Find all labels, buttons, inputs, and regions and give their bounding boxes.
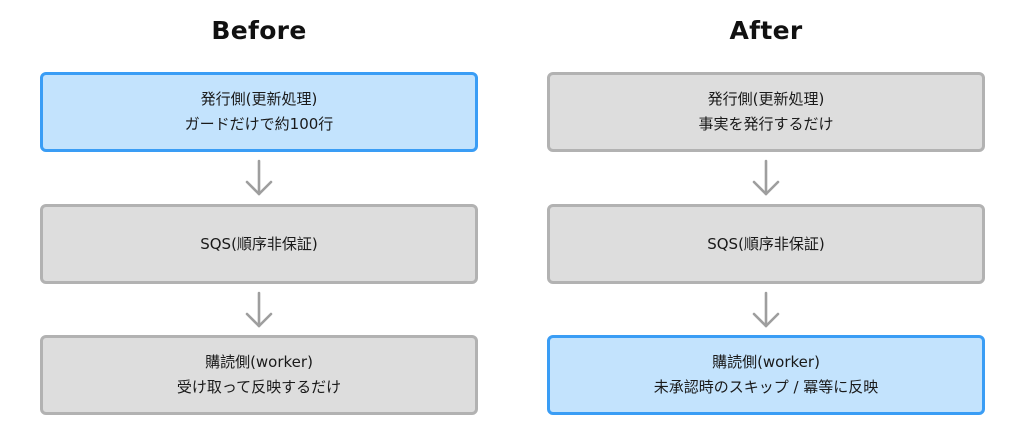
before-sqs-label: SQS(順序非保証) <box>200 234 318 253</box>
before-title: Before <box>211 16 307 45</box>
before-publisher-label: 発行側(更新処理) <box>200 90 318 108</box>
after-column: After 発行側(更新処理) 事実を発行するだけ SQS(順序非保証) 購読側… <box>547 0 985 442</box>
before-subscriber-note: 受け取って反映するだけ <box>176 378 342 396</box>
before-publisher-note: ガードだけで約100行 <box>184 115 334 133</box>
after-subscriber-box: 購読側(worker) 未承認時のスキップ / 冪等に反映 <box>547 335 985 415</box>
after-publisher-note: 事実を発行するだけ <box>698 115 834 133</box>
before-sqs-box: SQS(順序非保証) <box>40 204 478 284</box>
before-subscriber-label: 購読側(worker) <box>205 353 313 371</box>
before-arrow-down-icon-2 <box>245 291 273 328</box>
before-column: Before 発行側(更新処理) ガードだけで約100行 SQS(順序非保証) … <box>40 0 478 442</box>
before-arrow-down-icon-1 <box>245 159 273 196</box>
after-arrow-down-icon-1 <box>752 159 780 196</box>
after-sqs-box: SQS(順序非保証) <box>547 204 985 284</box>
after-title: After <box>729 16 803 45</box>
before-publisher-box: 発行側(更新処理) ガードだけで約100行 <box>40 72 478 152</box>
after-subscriber-note: 未承認時のスキップ / 冪等に反映 <box>653 378 879 396</box>
after-publisher-label: 発行側(更新処理) <box>707 90 825 108</box>
after-sqs-label: SQS(順序非保証) <box>707 234 825 253</box>
before-subscriber-box: 購読側(worker) 受け取って反映するだけ <box>40 335 478 415</box>
after-subscriber-label: 購読側(worker) <box>712 353 820 371</box>
after-publisher-box: 発行側(更新処理) 事実を発行するだけ <box>547 72 985 152</box>
after-arrow-down-icon-2 <box>752 291 780 328</box>
